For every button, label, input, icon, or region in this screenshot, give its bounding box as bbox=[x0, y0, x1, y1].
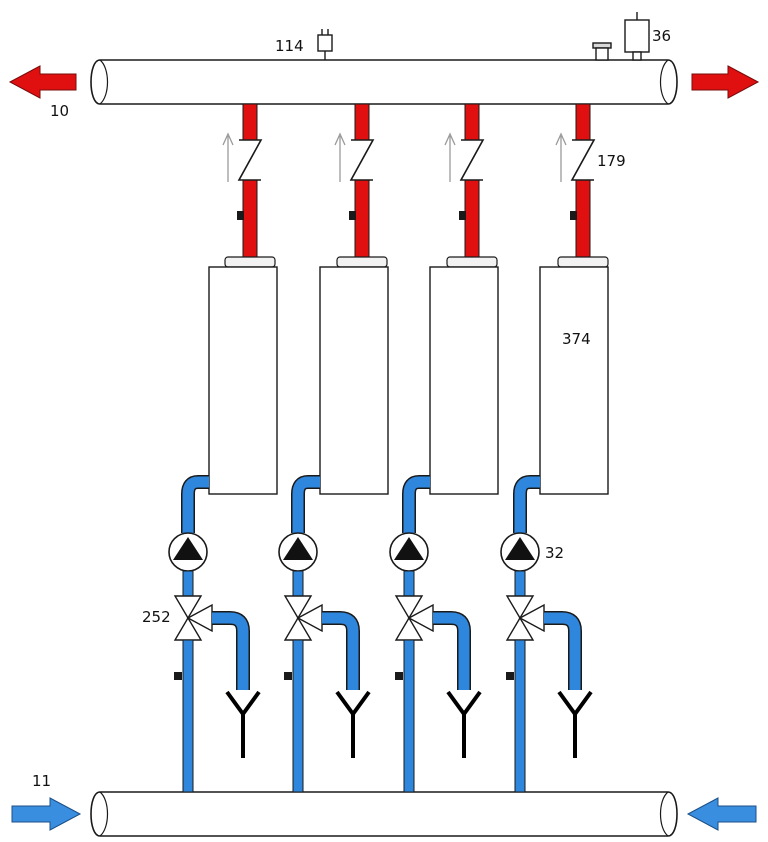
supply-pipe-lower bbox=[354, 179, 370, 259]
return-pipe-lower bbox=[182, 639, 194, 793]
return-pipe-mid bbox=[182, 570, 194, 597]
return-pipe-lower bbox=[292, 639, 304, 793]
return-in-left-arrow bbox=[11, 797, 82, 831]
return-elbow-pipe bbox=[403, 476, 430, 533]
boiler-flue-collar bbox=[224, 256, 276, 268]
pump-impeller-icon bbox=[394, 537, 424, 560]
boiler-flue-collar bbox=[446, 256, 498, 268]
label-three-way-valve: 252 bbox=[142, 608, 171, 626]
drain-branch-pipe bbox=[433, 612, 470, 690]
return-pipe-lower bbox=[514, 639, 526, 793]
label-pressure-switch: 36 bbox=[652, 27, 671, 45]
return-elbow-pipe bbox=[514, 476, 540, 533]
return-drain-stub-icon bbox=[174, 672, 182, 680]
boiler-module-3 bbox=[389, 103, 499, 793]
supply-pipe-lower bbox=[575, 179, 591, 259]
label-flow-outlet: 10 bbox=[50, 102, 69, 120]
boiler-casing bbox=[319, 266, 389, 495]
drain-stub-icon bbox=[570, 211, 577, 220]
drain-funnel-icon bbox=[446, 690, 482, 758]
label-air-vent: 114 bbox=[275, 37, 304, 55]
label-check-valve: 179 bbox=[597, 152, 626, 170]
flow-direction-arrow bbox=[555, 132, 567, 182]
return-elbow-pipe bbox=[292, 476, 320, 533]
check-valve-icon bbox=[237, 139, 263, 181]
return-pipe-lower bbox=[403, 639, 415, 793]
pump-impeller-icon bbox=[173, 537, 203, 560]
return-in-right-arrow bbox=[686, 797, 757, 831]
supply-header bbox=[90, 59, 678, 105]
label-return-inlet: 11 bbox=[32, 772, 51, 790]
drain-stub-icon bbox=[349, 211, 356, 220]
drain-stub-icon bbox=[459, 211, 466, 220]
supply-pipe-upper bbox=[464, 103, 480, 141]
check-valve-icon bbox=[349, 139, 375, 181]
boiler-flue-collar bbox=[557, 256, 609, 268]
flow-out-left-arrow bbox=[8, 65, 77, 99]
label-pump: 32 bbox=[545, 544, 564, 562]
pressure-switch-icon bbox=[624, 12, 650, 61]
supply-pipe-upper bbox=[242, 103, 258, 141]
cap-fitting-icon bbox=[592, 42, 612, 61]
drain-branch-pipe bbox=[322, 612, 359, 690]
return-pipe-mid bbox=[292, 570, 304, 597]
drain-branch-pipe bbox=[212, 612, 249, 690]
pump-impeller-icon bbox=[505, 537, 535, 560]
drain-funnel-icon bbox=[225, 690, 261, 758]
label-boiler: 374 bbox=[562, 330, 591, 348]
boiler-module-2 bbox=[278, 103, 389, 793]
boiler-casing bbox=[429, 266, 499, 495]
supply-pipe-upper bbox=[575, 103, 591, 141]
return-pipe-mid bbox=[403, 570, 415, 597]
check-valve-icon bbox=[459, 139, 485, 181]
supply-pipe-lower bbox=[464, 179, 480, 259]
return-pipe-mid bbox=[514, 570, 526, 597]
return-drain-stub-icon bbox=[284, 672, 292, 680]
boiler-module-4 bbox=[500, 103, 609, 793]
drain-branch-pipe bbox=[544, 612, 581, 690]
drain-stub-icon bbox=[237, 211, 244, 220]
return-header bbox=[90, 791, 678, 837]
return-drain-stub-icon bbox=[506, 672, 514, 680]
air-vent-icon bbox=[317, 29, 333, 60]
boiler-module-1 bbox=[168, 103, 278, 793]
check-valve-icon bbox=[570, 139, 596, 181]
supply-pipe-lower bbox=[242, 179, 258, 259]
drain-funnel-icon bbox=[557, 690, 593, 758]
drain-funnel-icon bbox=[335, 690, 371, 758]
flow-out-right-arrow bbox=[691, 65, 760, 99]
flow-direction-arrow bbox=[444, 132, 456, 182]
return-elbow-pipe bbox=[182, 476, 209, 533]
boiler-casing bbox=[539, 266, 609, 495]
pump-impeller-icon bbox=[283, 537, 313, 560]
boiler-flue-collar bbox=[336, 256, 388, 268]
flow-direction-arrow bbox=[222, 132, 234, 182]
boiler-casing bbox=[208, 266, 278, 495]
flow-direction-arrow bbox=[334, 132, 346, 182]
return-drain-stub-icon bbox=[395, 672, 403, 680]
supply-pipe-upper bbox=[354, 103, 370, 141]
